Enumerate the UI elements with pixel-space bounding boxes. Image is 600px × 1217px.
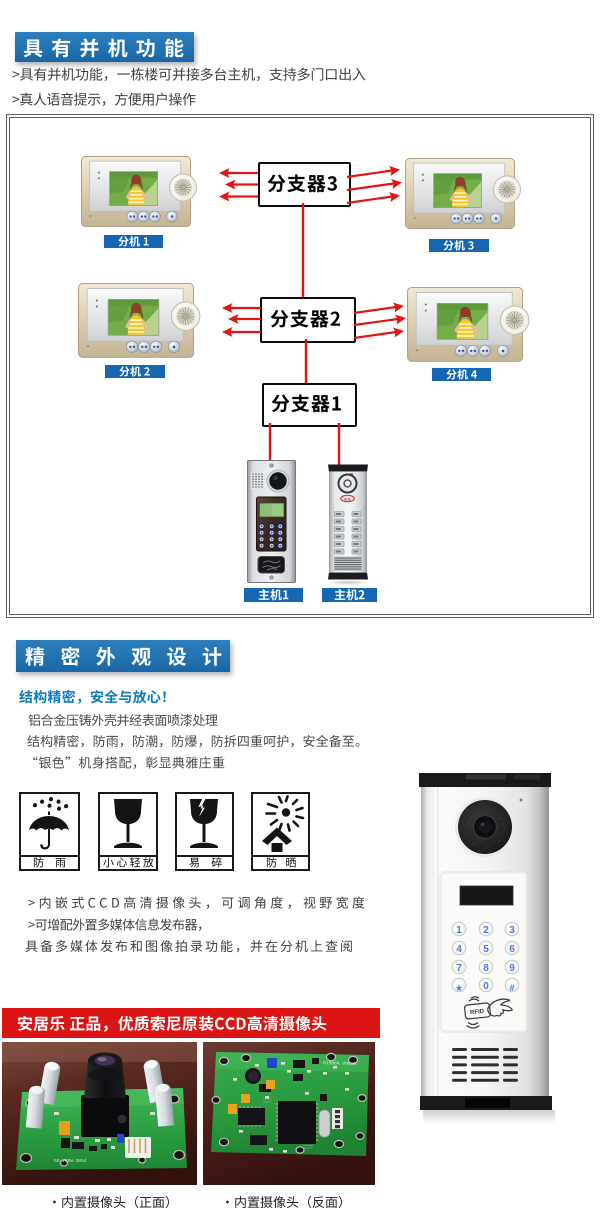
svg-text:2: 2 [483, 925, 489, 936]
svg-text:1: 1 [456, 925, 462, 936]
svg-text:RFID: RFID [470, 1009, 485, 1017]
svg-text:6: 6 [509, 944, 515, 955]
svg-text:4: 4 [456, 944, 462, 955]
svg-text:5: 5 [483, 944, 489, 955]
svg-text:S1506A V0615: S1506A V0615 [323, 1060, 357, 1067]
svg-text:AJL: AJL [344, 497, 352, 501]
svg-text:7: 7 [456, 963, 462, 974]
svg-text:*: * [456, 982, 462, 998]
svg-text:3: 3 [509, 925, 515, 936]
svg-text:8: 8 [483, 963, 489, 974]
svg-text:GS-V99W-3854: GS-V99W-3854 [54, 1158, 87, 1164]
svg-text:0: 0 [483, 981, 489, 992]
svg-text:#: # [509, 983, 514, 993]
svg-text:9: 9 [509, 963, 515, 974]
